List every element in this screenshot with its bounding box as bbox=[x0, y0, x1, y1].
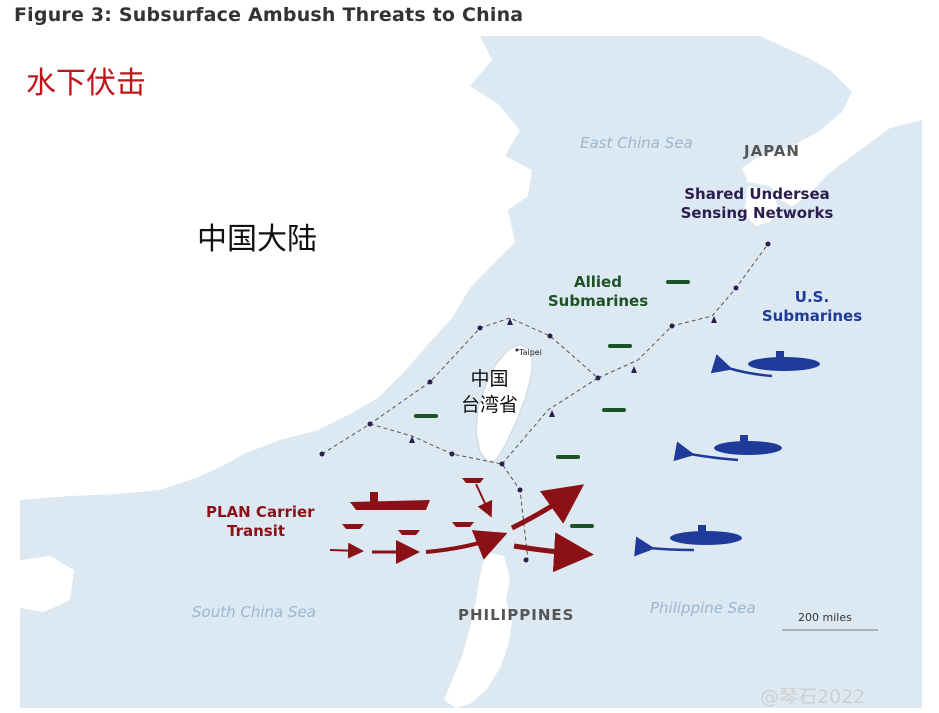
us-submarine-3 bbox=[634, 525, 742, 557]
sensor-node bbox=[319, 451, 325, 457]
sensor-network-line-south bbox=[369, 423, 529, 561]
sensor-node bbox=[477, 325, 483, 331]
taipei-label: Taipei bbox=[519, 348, 542, 357]
allied-submarine bbox=[414, 414, 438, 418]
taipei-marker bbox=[515, 348, 519, 352]
taiwan-island bbox=[475, 343, 533, 463]
sensor-network-line-east bbox=[501, 377, 599, 465]
plan-label-line2: Transit bbox=[226, 522, 286, 540]
escort-ship bbox=[398, 530, 420, 535]
shared-sensing-line1: Shared Undersea bbox=[684, 185, 830, 203]
us-label-line1: U.S. bbox=[794, 288, 830, 306]
sensor-node bbox=[765, 241, 771, 247]
philippines-label: PHILIPPINES bbox=[458, 606, 575, 624]
sensor-nodes bbox=[319, 241, 771, 563]
sensor-buoy bbox=[631, 366, 637, 373]
taiwan-label-line2: 台湾省 bbox=[461, 394, 519, 416]
sensor-node bbox=[427, 379, 433, 385]
scale-label: 200 miles bbox=[798, 611, 852, 624]
shared-sensing-line2: Sensing Networks bbox=[680, 204, 834, 222]
us-submarines-label: U.S. Submarines bbox=[756, 288, 868, 326]
china-mainland bbox=[20, 36, 532, 500]
shared-sensing-label: Shared Undersea Sensing Networks bbox=[662, 185, 852, 223]
plan-transit-arrows bbox=[329, 483, 594, 573]
japan-landmass bbox=[742, 36, 922, 206]
plan-label-line1: PLAN Carrier bbox=[206, 503, 315, 521]
taiwan-label-line1: 中国 bbox=[470, 368, 509, 390]
taiwan-label: 中国 台湾省 bbox=[461, 366, 518, 418]
plan-carrier-label: PLAN Carrier Transit bbox=[206, 503, 315, 541]
sensor-node bbox=[523, 557, 529, 563]
hainan-coast bbox=[20, 556, 74, 612]
us-submarine-1 bbox=[710, 351, 820, 378]
east-china-sea-label: East China Sea bbox=[580, 134, 693, 152]
us-label-line2: Submarines bbox=[761, 307, 863, 325]
sensor-node bbox=[547, 333, 553, 339]
allied-submarines-label: Allied Submarines bbox=[540, 273, 656, 311]
us-submarine-2 bbox=[673, 435, 782, 462]
south-china-sea-label: South China Sea bbox=[192, 603, 316, 621]
mainland-label: 中国大陆 bbox=[197, 222, 317, 257]
allied-label-line1: Allied bbox=[574, 273, 622, 291]
allied-label-line2: Submarines bbox=[547, 292, 649, 310]
japan-label: JAPAN bbox=[744, 142, 800, 160]
sensor-buoy bbox=[507, 318, 513, 325]
sensor-buoy bbox=[549, 410, 555, 417]
luzon-island bbox=[444, 552, 512, 708]
escort-ship bbox=[342, 524, 364, 529]
plan-carrier-group bbox=[342, 478, 484, 535]
escort-ship bbox=[462, 478, 484, 483]
escort-ship bbox=[452, 522, 474, 527]
sensor-buoy bbox=[711, 316, 717, 323]
sensor-node bbox=[595, 375, 601, 381]
allied-submarine bbox=[602, 408, 626, 412]
figure-title: Figure 3: Subsurface Ambush Threats to C… bbox=[14, 4, 524, 26]
sensor-node bbox=[517, 487, 523, 493]
philippine-sea-label: Philippine Sea bbox=[650, 599, 756, 617]
sensor-node bbox=[367, 421, 373, 427]
allied-submarines bbox=[414, 280, 690, 528]
overlay-title: 水下伏击 bbox=[26, 66, 146, 101]
kyushu-landmass bbox=[744, 186, 778, 226]
watermark: @琴石2022 bbox=[760, 686, 866, 708]
sensor-node bbox=[499, 461, 505, 467]
carrier-ship bbox=[350, 500, 430, 510]
allied-submarine bbox=[608, 344, 632, 348]
sensor-buoy bbox=[409, 436, 415, 443]
allied-submarine bbox=[666, 280, 690, 284]
sensor-node bbox=[733, 285, 739, 291]
sensor-node bbox=[449, 451, 455, 457]
sensor-network-line-north bbox=[321, 243, 769, 455]
allied-submarine bbox=[570, 524, 594, 528]
sensor-node bbox=[669, 323, 675, 329]
allied-submarine bbox=[556, 455, 580, 459]
